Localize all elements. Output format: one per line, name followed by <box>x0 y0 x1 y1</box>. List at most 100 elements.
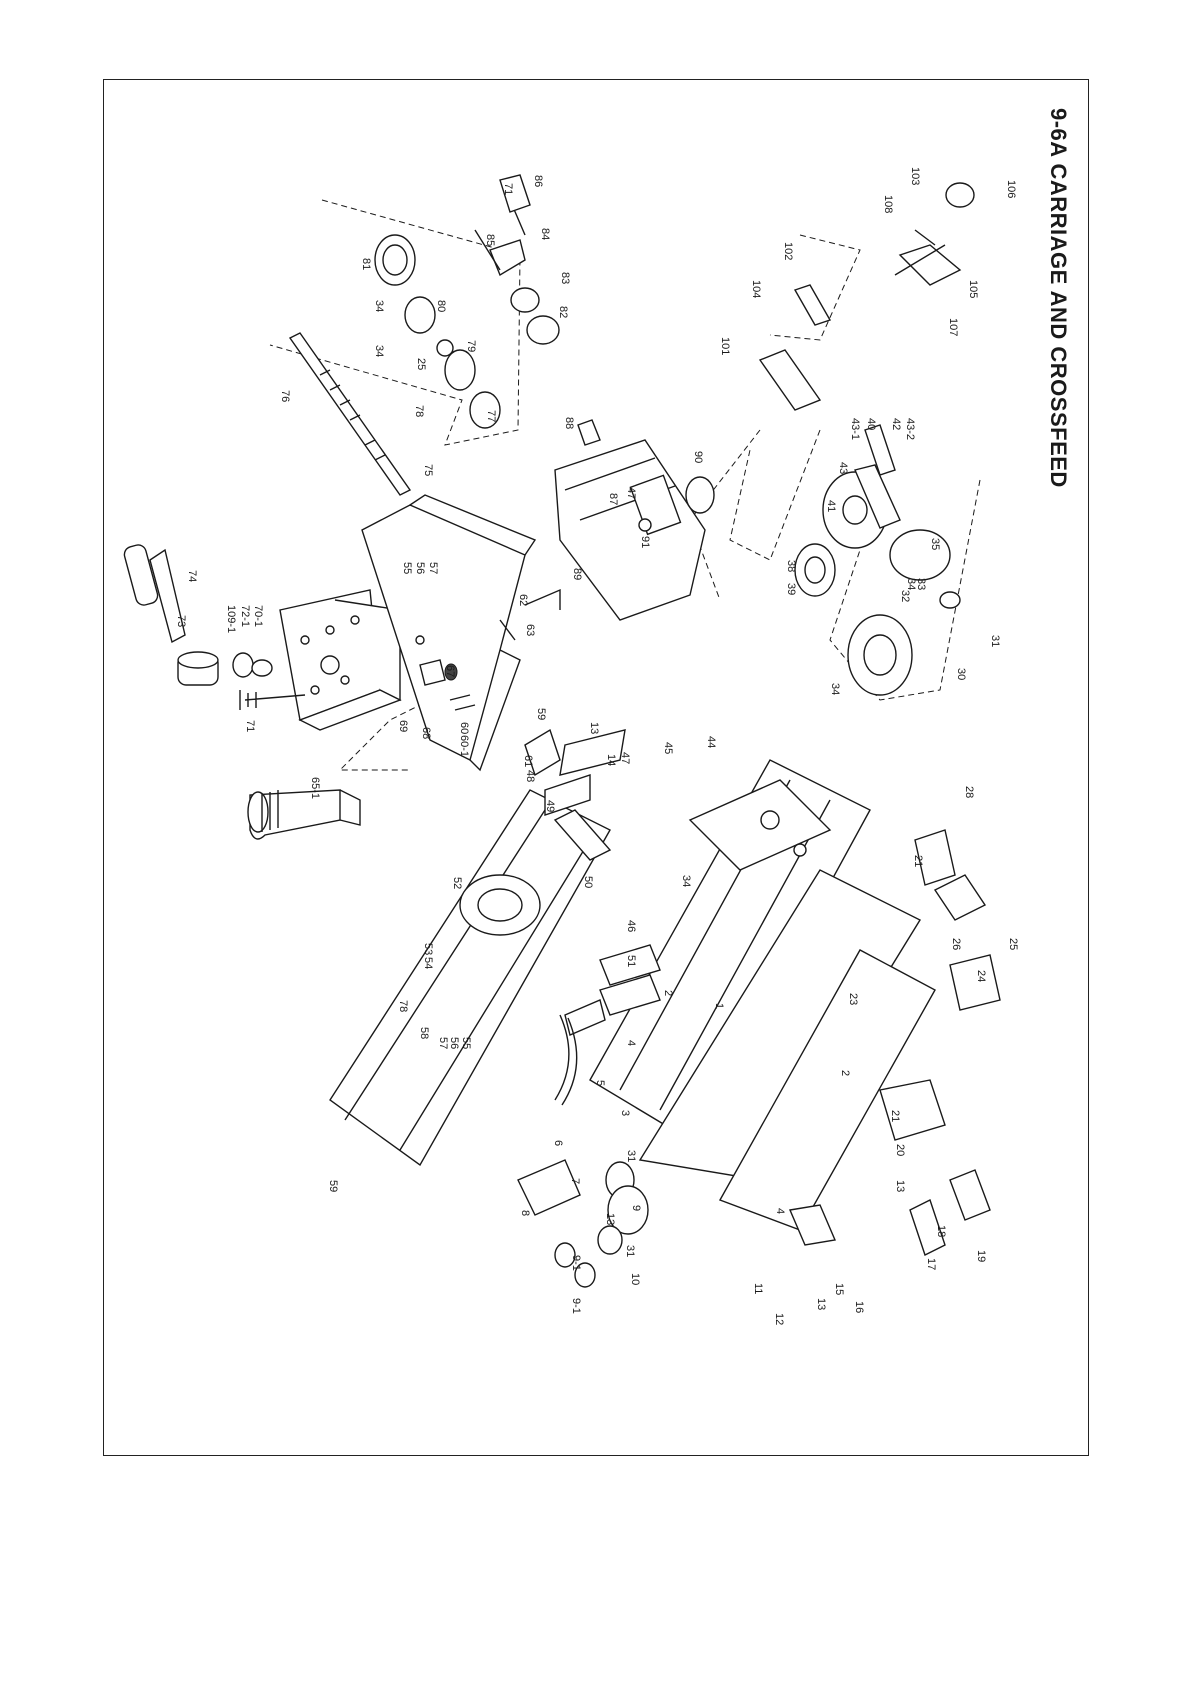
callout-label: 78 <box>413 405 425 417</box>
callout-label: 31 <box>989 635 1001 647</box>
callout-label: 58 <box>418 1027 430 1039</box>
callout-label: 33 <box>915 578 927 590</box>
callout-label: 68 <box>420 727 432 739</box>
callout-label: 102 <box>782 242 794 260</box>
callout-label: 103 <box>909 167 921 185</box>
callout-label: 6 <box>552 1140 564 1146</box>
callout-label: 108 <box>882 195 894 213</box>
callout-label: 65-1 <box>309 777 321 799</box>
cross-slide-block <box>554 419 715 621</box>
callout-label: 107 <box>947 318 959 336</box>
callout-label: 60-1 <box>458 735 470 757</box>
compound-slide <box>361 494 561 777</box>
callout-label: 77 <box>485 410 497 422</box>
callout-label: 62 <box>517 594 529 606</box>
callout-label: 13 <box>604 1213 616 1225</box>
tool-post-assembly <box>123 544 402 840</box>
callout-label: 9 <box>630 1205 642 1211</box>
crossfeed-dial-group <box>758 182 975 696</box>
callout-label: 32 <box>899 590 911 602</box>
callout-label: 5 <box>594 1080 606 1086</box>
callout-label: 104 <box>750 280 762 298</box>
callout-label: 72-1 <box>239 605 251 627</box>
callout-label: 18 <box>935 1225 947 1237</box>
callout-label: 3 <box>619 1110 631 1116</box>
callout-label: 71 <box>502 183 514 195</box>
callout-label: 26 <box>950 938 962 950</box>
apron-gear-group <box>517 1014 836 1288</box>
callout-label: 53 <box>422 943 434 955</box>
callout-label: 82 <box>557 306 569 318</box>
callout-label: 86 <box>532 175 544 187</box>
callout-label: 46 <box>625 920 637 932</box>
callout-label: 88 <box>563 417 575 429</box>
callout-label: 1 <box>713 1003 725 1009</box>
callout-label: 73 <box>175 615 187 627</box>
callout-label: 101 <box>719 337 731 355</box>
callout-label: 56 <box>448 1037 460 1049</box>
callout-label: 59 <box>327 1180 339 1192</box>
callout-label: 47 <box>619 752 631 764</box>
callout-label: 48 <box>524 770 536 782</box>
callout-label: 38 <box>785 560 797 572</box>
callout-label: 34 <box>829 683 841 695</box>
callout-label: 89 <box>571 568 583 580</box>
callout-label: 85 <box>484 234 496 246</box>
drawing-frame <box>103 79 1089 1456</box>
callout-label: 59 <box>535 708 547 720</box>
callout-label: 40 <box>865 418 877 430</box>
callout-label: 42 <box>890 418 902 430</box>
callout-label: 50 <box>582 876 594 888</box>
callout-label: 34 <box>373 300 385 312</box>
saddle-and-apron <box>329 729 936 1231</box>
callout-label: 91 <box>639 536 651 548</box>
callout-label: 13 <box>588 722 600 734</box>
callout-label: 31 <box>625 1150 637 1162</box>
callout-label: 55 <box>401 562 413 574</box>
callout-label: 83 <box>559 272 571 284</box>
callout-label: 21 <box>889 1110 901 1122</box>
callout-label: 57 <box>427 562 439 574</box>
callout-label: 60 <box>458 722 470 734</box>
lower-fasteners <box>879 829 1001 1256</box>
callout-label: 45 <box>662 742 674 754</box>
callout-label: 17 <box>925 1258 937 1270</box>
callout-label: 21 <box>912 855 924 867</box>
callout-label: 56 <box>414 562 426 574</box>
callout-label: 28 <box>963 786 975 798</box>
callout-label: 57 <box>437 1037 449 1049</box>
callout-label: 43 <box>837 462 849 474</box>
callout-label: 9-1 <box>570 1255 582 1271</box>
callout-label: 12 <box>773 1313 785 1325</box>
callout-label: 109-1 <box>225 605 237 633</box>
callout-label: 25 <box>1007 938 1019 950</box>
crossfeed-screw-group <box>288 174 560 496</box>
callout-label: 105 <box>967 280 979 298</box>
callout-label: 74 <box>186 570 198 582</box>
callout-label: 2 <box>662 990 674 996</box>
callout-label: 2 <box>839 1070 851 1076</box>
callout-label: 70-1 <box>252 605 264 627</box>
callout-label: 63 <box>524 624 536 636</box>
callout-label: 4 <box>774 1208 786 1214</box>
callout-label: 78 <box>397 1000 409 1012</box>
callout-label: 43-1 <box>849 418 861 440</box>
callout-label: 52 <box>451 877 463 889</box>
callout-label: 13 <box>894 1180 906 1192</box>
callout-label: 13 <box>815 1298 827 1310</box>
callout-label: 44 <box>705 736 717 748</box>
callout-label: 14 <box>605 754 617 766</box>
callout-label: 25 <box>415 358 427 370</box>
callout-label: 90 <box>692 451 704 463</box>
callout-label: 34 <box>905 578 917 590</box>
callout-label: 30 <box>955 668 967 680</box>
callout-label: 49 <box>544 800 556 812</box>
callout-label: 39 <box>785 583 797 595</box>
callout-label: 55 <box>460 1037 472 1049</box>
callout-label: 11 <box>752 1283 764 1294</box>
callout-label: 9-1 <box>570 1298 582 1314</box>
callout-label: 31 <box>624 1245 636 1257</box>
callout-label: 34 <box>680 875 692 887</box>
callout-label: 80 <box>435 300 447 312</box>
